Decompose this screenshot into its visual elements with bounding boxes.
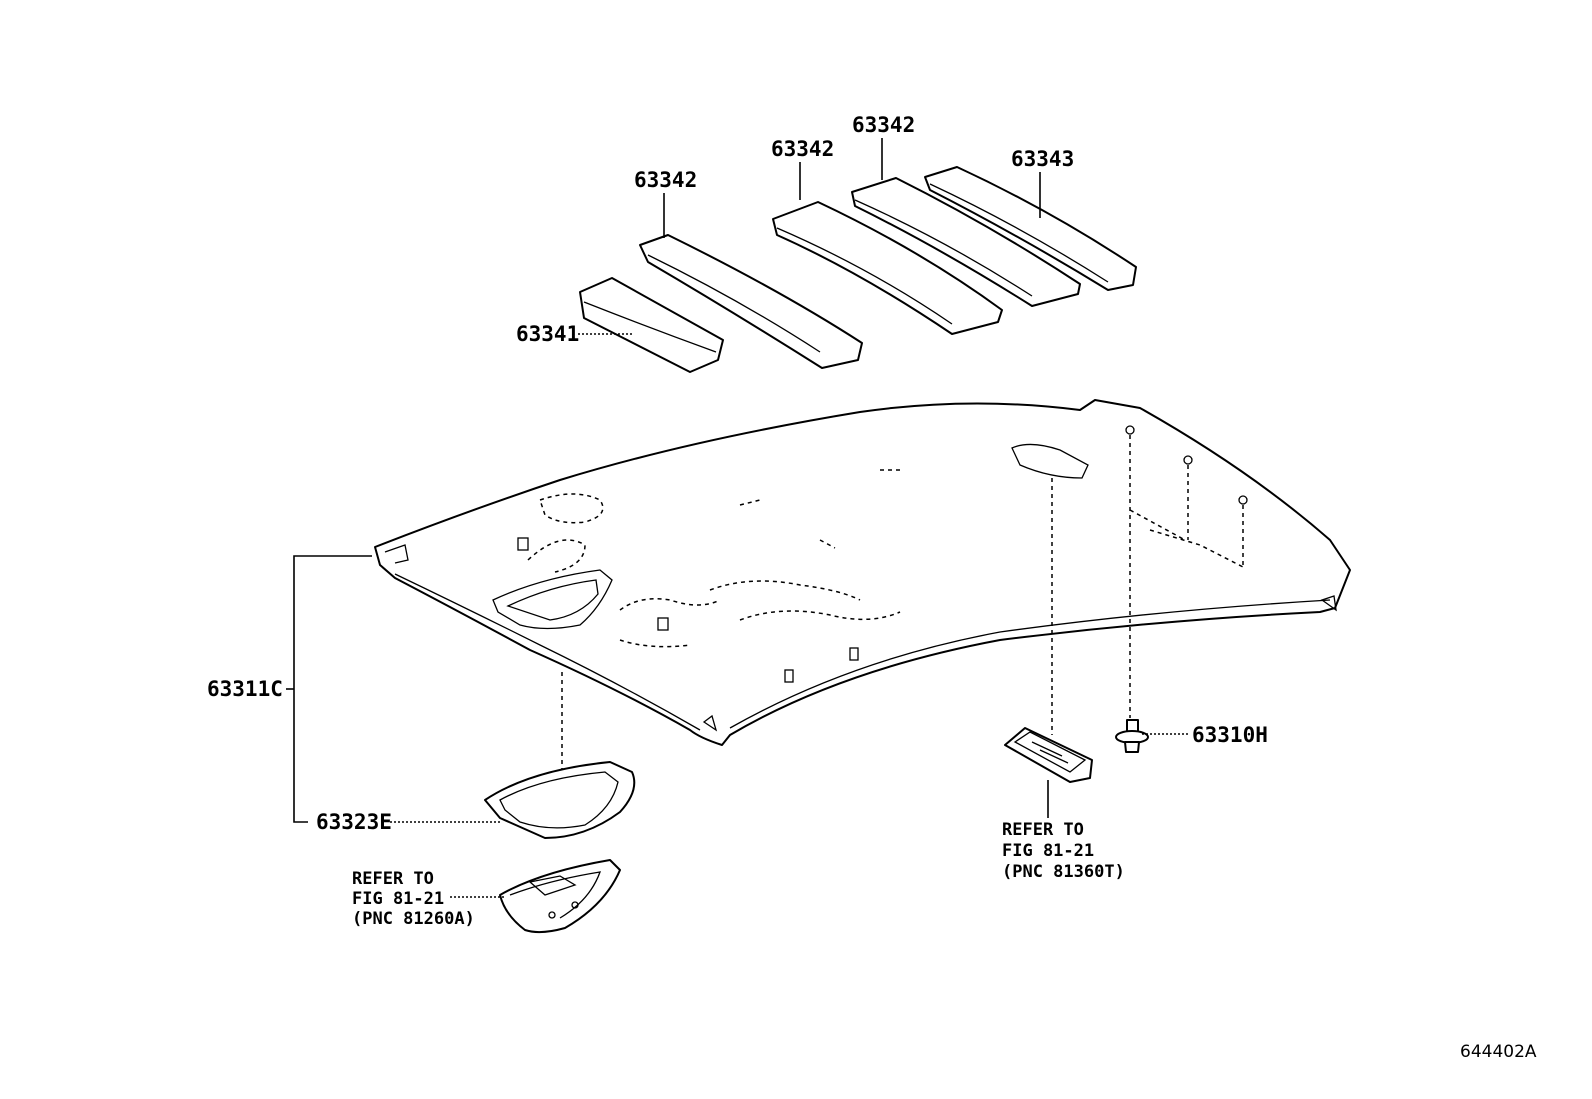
pad-63342-a[interactable] — [639, 234, 863, 369]
refer-left-line3: (PNC 81260A) — [352, 909, 475, 929]
pad-63342-b[interactable] — [772, 201, 1003, 335]
refer-left-line2: FIG 81-21 — [352, 889, 444, 909]
pad-63343[interactable] — [924, 166, 1137, 291]
label-63342-a: 63342 — [634, 168, 697, 192]
label-63342-b: 63342 — [771, 137, 834, 161]
label-63342-c: 63342 — [852, 113, 915, 137]
pad-63341[interactable] — [579, 277, 724, 373]
pad-63342-c[interactable] — [851, 177, 1081, 307]
map-light-assembly[interactable] — [499, 859, 621, 934]
bezel-63323e[interactable] — [484, 761, 636, 839]
label-63311c: 63311C — [207, 677, 283, 701]
headliner-63311c[interactable] — [374, 399, 1351, 746]
refer-right-line3: (PNC 81360T) — [1002, 862, 1125, 882]
clip-63310h[interactable] — [1115, 719, 1149, 753]
refer-right-line2: FIG 81-21 — [1002, 841, 1094, 861]
refer-left-line1: REFER TO — [352, 869, 434, 889]
label-63310h: 63310H — [1192, 723, 1268, 747]
label-63323e: 63323E — [316, 810, 392, 834]
room-light-assembly[interactable] — [1004, 727, 1093, 783]
figure-code: 644402A — [1460, 1042, 1537, 1062]
label-63341: 63341 — [516, 322, 579, 346]
refer-right-line1: REFER TO — [1002, 820, 1084, 840]
label-63343: 63343 — [1011, 147, 1074, 171]
leader-63311c-bracket — [293, 555, 372, 823]
